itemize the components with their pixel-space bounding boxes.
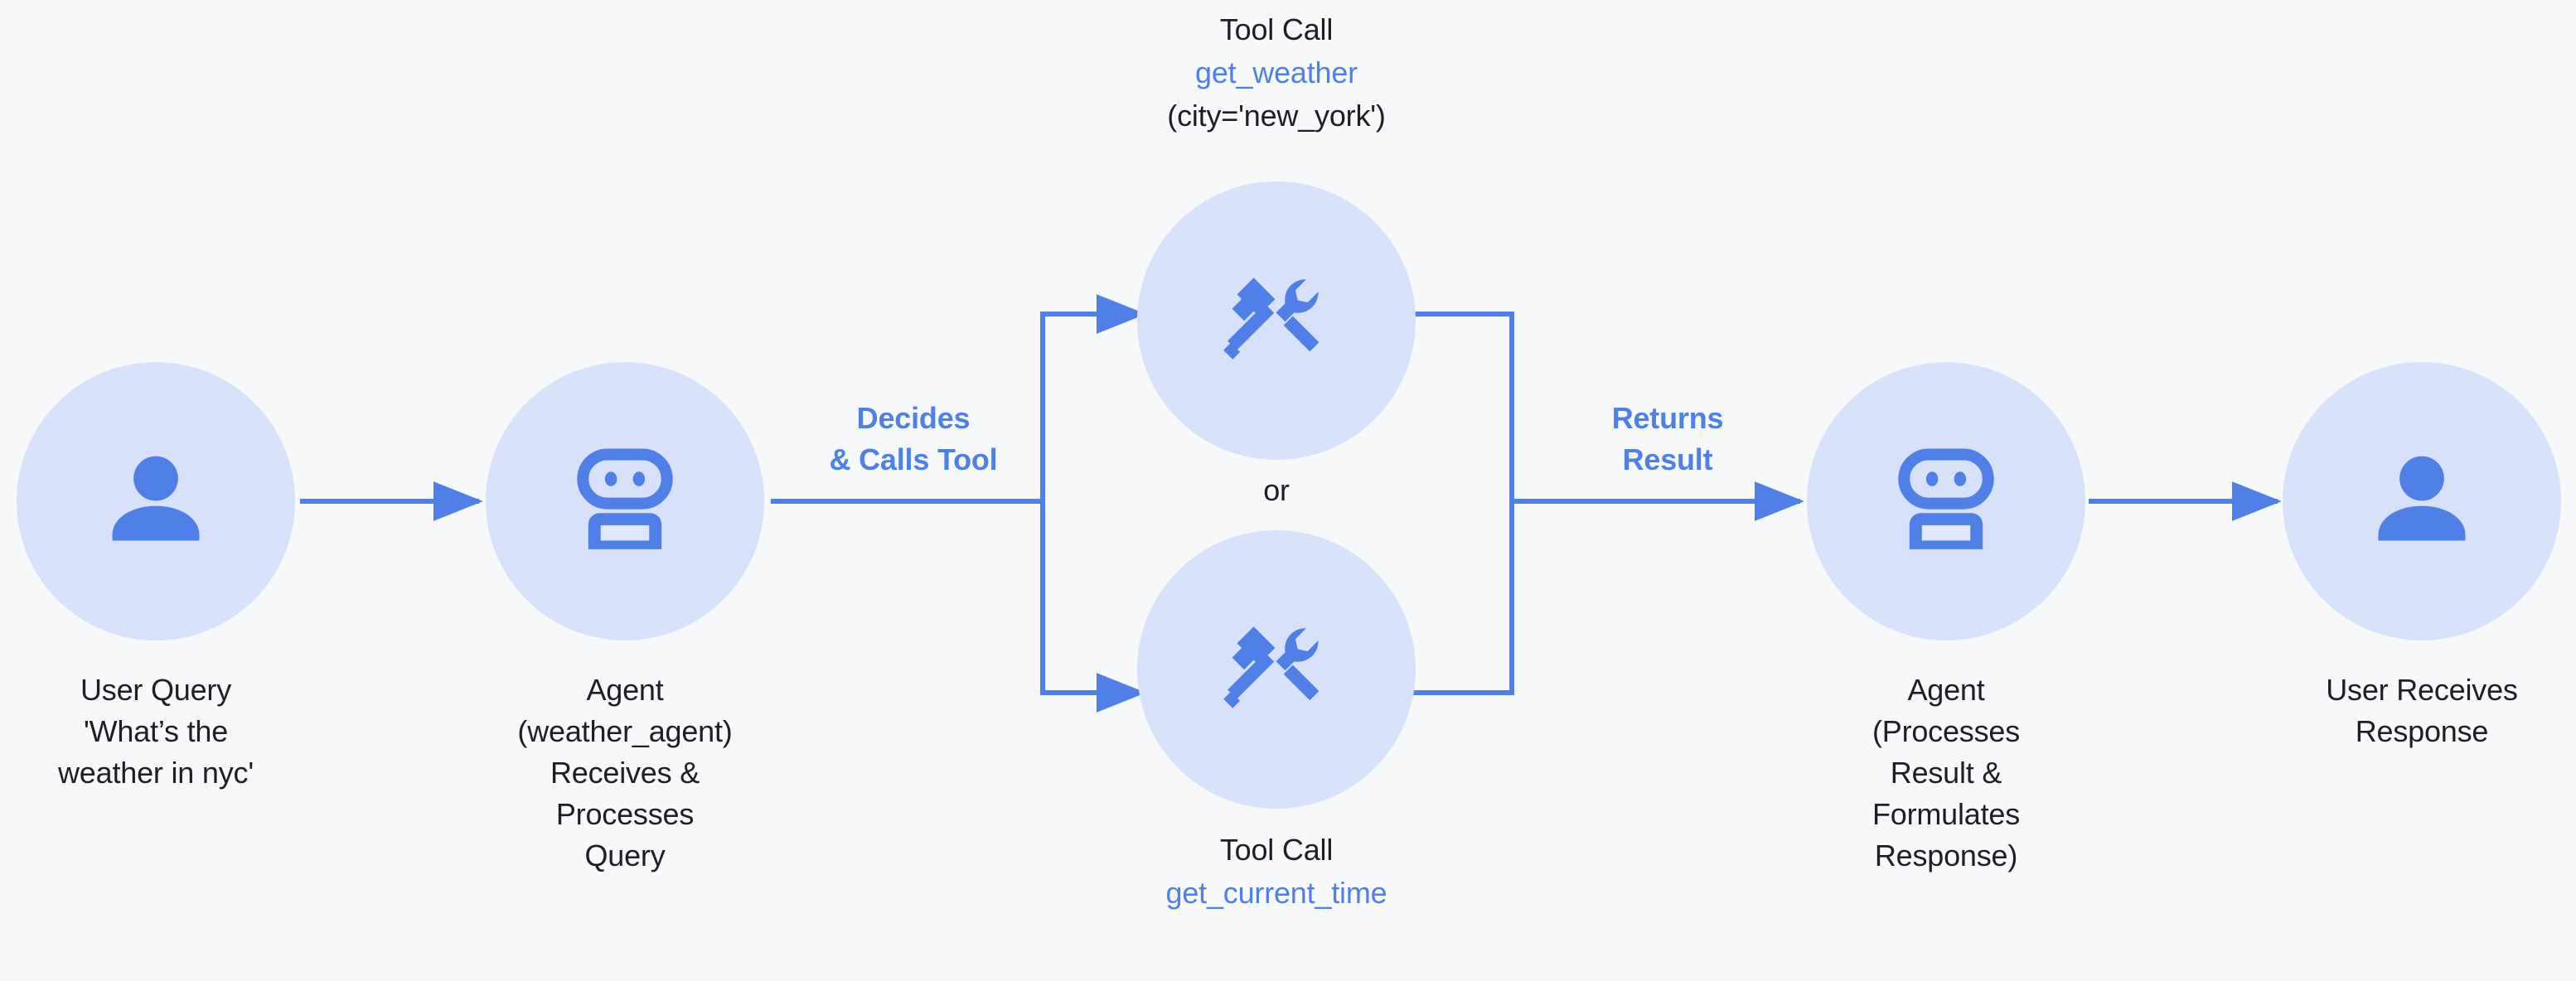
tool-get-weather-line1: Tool Call <box>1219 12 1334 46</box>
user-query-bubble[interactable] <box>17 362 295 640</box>
user-receives-bubble[interactable] <box>2283 362 2561 640</box>
user-query-caption: User Query 'What’s the weather in nyc' <box>58 673 254 790</box>
hammer-wrench-icon <box>1214 607 1339 732</box>
tool-get-current-time-line1: Tool Call <box>1219 833 1334 867</box>
tool-get-current-time-bubble[interactable] <box>1137 530 1416 809</box>
person-icon <box>94 439 218 563</box>
tool-get-weather-args: (city='new_york') <box>1167 99 1386 133</box>
agent-receives-caption: Agent (weather_agent) Receives & Process… <box>517 673 733 872</box>
tool-get-weather-caption: Tool Call get_weather (city='new_york') <box>1086 8 1467 138</box>
person-icon <box>2360 439 2484 563</box>
agent-formulates-caption: Agent (Processes Result & Formulates Res… <box>1871 673 2021 872</box>
edge-label-returns: Returns Result <box>1611 401 1724 476</box>
tool-get-current-time-name: get_current_time <box>1165 876 1387 910</box>
agent-receives-bubble[interactable] <box>486 362 764 640</box>
user-receives-caption: User Receives Response <box>2326 673 2518 748</box>
tool-get-weather-name: get_weather <box>1195 56 1358 89</box>
edge-label-or: or <box>1263 473 1290 507</box>
tool-get-current-time-caption: Tool Call get_current_time <box>1086 829 1467 915</box>
robot-icon <box>1881 437 2011 566</box>
hammer-wrench-icon <box>1214 259 1339 383</box>
tool-get-weather-bubble[interactable] <box>1137 181 1416 460</box>
edge-label-decides: Decides & Calls Tool <box>829 401 998 476</box>
robot-icon <box>560 437 690 566</box>
agent-formulates-bubble[interactable] <box>1807 362 2085 640</box>
